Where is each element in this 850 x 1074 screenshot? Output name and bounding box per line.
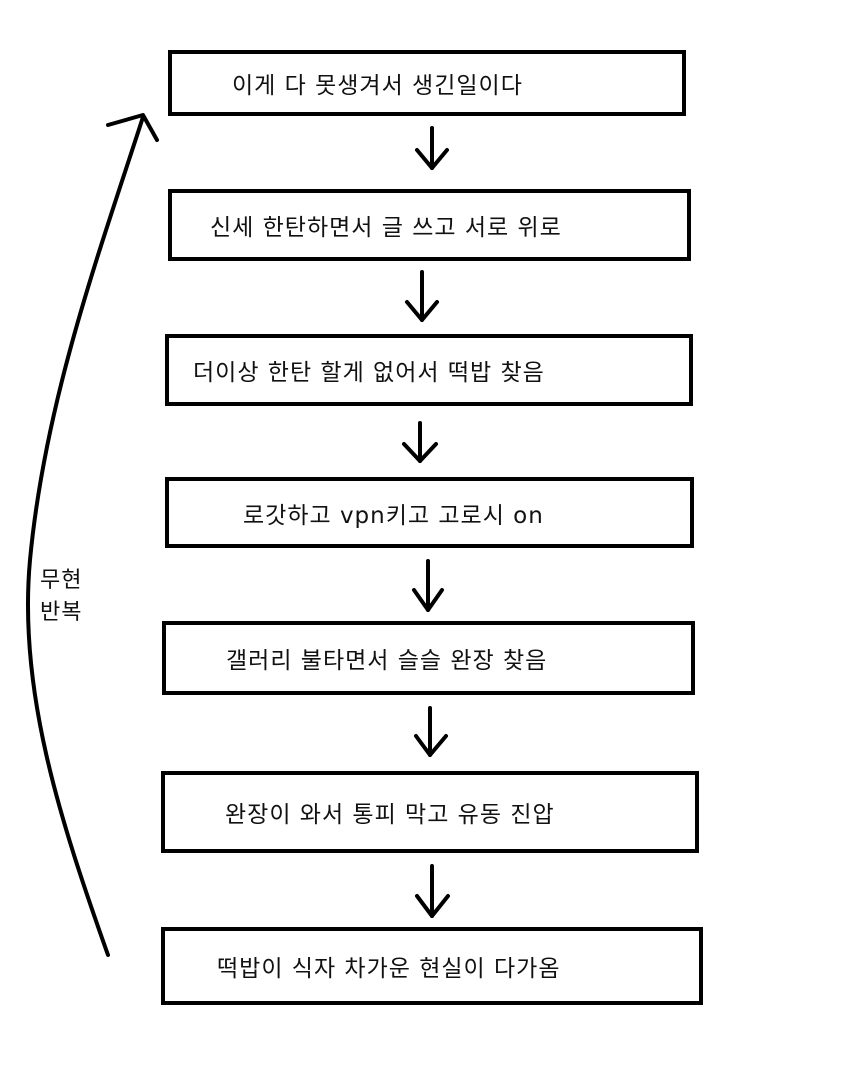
flow-step-7-label: 떡밥이 식자 차가운 현실이 다가옴 (217, 956, 561, 982)
flow-step-5: 갤러리 불타면서 슬슬 완장 찾음 (162, 621, 695, 695)
down-arrow-icon-6 (415, 864, 450, 918)
flow-step-2: 신세 한탄하면서 글 쓰고 서로 위로 (168, 189, 691, 261)
flow-step-6: 완장이 와서 통피 막고 유동 진압 (161, 771, 699, 853)
flow-step-4: 로갓하고 vpn키고 고로시 on (165, 477, 694, 548)
loop-label-line-2: 반복 (40, 600, 83, 625)
down-arrow-icon-2 (405, 270, 439, 322)
flow-step-7: 떡밥이 식자 차가운 현실이 다가옴 (161, 927, 703, 1005)
flow-step-1: 이게 다 못생겨서 생긴일이다 (168, 50, 686, 116)
flow-step-3-label: 더이상 한탄 할게 없어서 떡밥 찾음 (193, 360, 545, 386)
flow-step-3: 더이상 한탄 할게 없어서 떡밥 찾음 (165, 334, 693, 406)
flow-step-6-label: 완장이 와서 통피 막고 유동 진압 (225, 802, 555, 828)
loop-back-arrow-icon (25, 113, 159, 957)
down-arrow-icon-1 (415, 126, 449, 170)
down-arrow-icon-5 (414, 706, 448, 757)
flow-step-1-label: 이게 다 못생겨서 생긴일이다 (232, 73, 523, 99)
flow-step-4-label: 로갓하고 vpn키고 고로시 on (243, 502, 544, 529)
flow-step-2-label: 신세 한탄하면서 글 쓰고 서로 위로 (210, 215, 562, 241)
flow-step-5-label: 갤러리 불타면서 슬슬 완장 찾음 (226, 648, 548, 674)
down-arrow-icon-4 (412, 559, 444, 612)
down-arrow-icon-3 (402, 421, 438, 463)
loop-label: 무현 반복 (40, 565, 82, 629)
loop-label-line-1: 무현 (40, 568, 83, 593)
